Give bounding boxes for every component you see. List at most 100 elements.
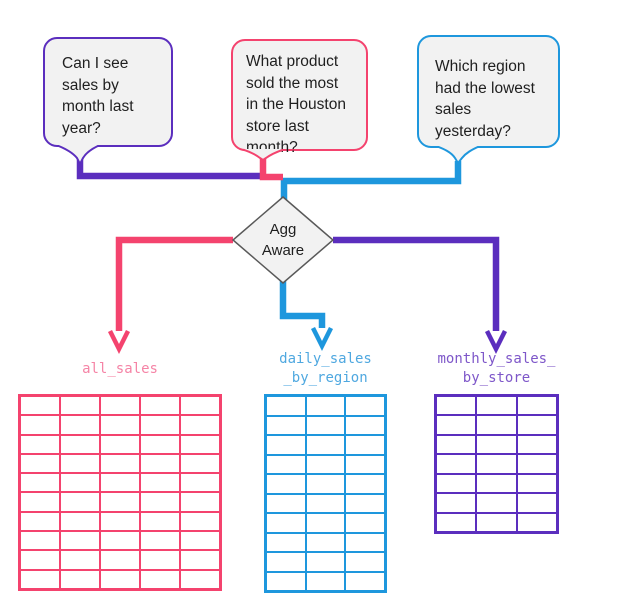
table-cell	[516, 493, 557, 513]
table-cell	[476, 415, 517, 435]
connector-purple-out	[333, 236, 500, 331]
bubble-line: sales by	[62, 76, 119, 94]
decision-diamond	[231, 196, 335, 284]
table-cell	[60, 531, 100, 551]
table-cell	[266, 532, 306, 552]
connector-pink-top	[259, 158, 283, 181]
table-cell	[345, 396, 385, 416]
label-all-sales: all_sales	[18, 360, 222, 379]
table-cell	[20, 511, 60, 532]
speech-bubble-lowest-region: Which region had the lowest sales yester…	[417, 35, 560, 148]
monthly-sales-by-store-table	[434, 394, 559, 534]
table-cell	[180, 453, 220, 474]
table-cell	[140, 550, 180, 570]
table-cell	[100, 473, 140, 493]
table-cell	[436, 512, 477, 532]
daily-sales-by-region-table	[264, 394, 387, 593]
bubble-line: Can I see	[62, 55, 129, 72]
label-line: monthly_sales_	[437, 351, 556, 367]
table-cell	[266, 474, 306, 494]
diamond-label-line2: Aware	[261, 242, 305, 259]
table-cell	[60, 550, 100, 570]
bubble-tail-purple	[55, 145, 101, 165]
table-cell	[305, 532, 346, 552]
table-cell	[180, 550, 220, 570]
table-cell	[305, 552, 346, 572]
table-cell	[180, 396, 220, 416]
table-cell	[345, 493, 385, 513]
bubble-text: Can I see sales by month last year?	[62, 53, 163, 139]
table-cell	[516, 473, 557, 494]
table-cell	[516, 512, 557, 532]
table-cell	[100, 453, 140, 474]
speech-bubble-sales-by-month: Can I see sales by month last year?	[43, 37, 173, 147]
bubble-tail-pink	[240, 149, 286, 161]
table-cell	[20, 531, 60, 551]
table-cell	[345, 513, 385, 533]
bubble-line: What product	[246, 53, 339, 70]
table-cell	[180, 473, 220, 493]
table-cell	[345, 552, 385, 572]
table-cell	[140, 531, 180, 551]
table-cell	[266, 435, 306, 455]
label-line: all_sales	[82, 361, 158, 377]
table-cell	[476, 512, 517, 532]
table-cell	[180, 415, 220, 435]
table-cell	[140, 396, 180, 416]
table-cell	[305, 415, 346, 435]
table-cell	[266, 415, 306, 435]
label-line: daily_sales	[279, 351, 372, 367]
bubble-tail-blue	[435, 146, 481, 164]
table-cell	[60, 473, 100, 493]
connector-pink-out	[115, 236, 233, 331]
table-cell	[516, 396, 557, 416]
table-cell	[436, 493, 477, 513]
table-cell	[266, 493, 306, 513]
arrowhead-purple	[484, 329, 508, 355]
table-cell	[516, 434, 557, 455]
bubble-line: sales	[435, 101, 472, 118]
table-cell	[20, 569, 60, 589]
table-cell	[305, 571, 346, 591]
table-cell	[305, 474, 346, 494]
table-cell	[345, 415, 385, 435]
table-cell	[476, 396, 517, 416]
connector-purple-top	[76, 160, 264, 180]
table-cell	[436, 454, 477, 474]
table-cell	[305, 454, 346, 474]
bubble-line: store last	[246, 117, 309, 135]
table-cell	[345, 532, 385, 552]
table-cell	[180, 531, 220, 551]
table-cell	[140, 511, 180, 532]
table-cell	[305, 435, 346, 455]
table-cell	[180, 492, 220, 512]
bubble-text: Which region had the lowest sales yester…	[435, 56, 552, 142]
connector-blue-top	[280, 161, 462, 200]
bubble-line: in the Houston	[246, 96, 346, 113]
table-cell	[476, 434, 517, 455]
speech-bubble-product-most-sold: What product sold the most in the Housto…	[231, 39, 368, 156]
label-daily-sales-by-region: daily_sales _by_region	[254, 350, 397, 388]
connector-blue-out	[279, 281, 326, 328]
table-cell	[345, 454, 385, 474]
diamond-label: Agg Aware	[233, 219, 333, 263]
table-cell	[436, 434, 477, 455]
table-cell	[140, 569, 180, 589]
table-cell	[345, 571, 385, 591]
table-cell	[140, 453, 180, 474]
table-cell	[140, 473, 180, 493]
table-cell	[180, 434, 220, 454]
table-cell	[20, 434, 60, 454]
bubble-text: What product sold the most in the Housto…	[246, 51, 360, 159]
table-cell	[20, 396, 60, 416]
table-cell	[476, 493, 517, 513]
table-cell	[100, 492, 140, 512]
bubble-line: sold the most	[246, 74, 339, 92]
table-cell	[345, 435, 385, 455]
table-cell	[476, 454, 517, 474]
table-cell	[60, 511, 100, 532]
table-cell	[100, 415, 140, 435]
table-cell	[266, 552, 306, 572]
